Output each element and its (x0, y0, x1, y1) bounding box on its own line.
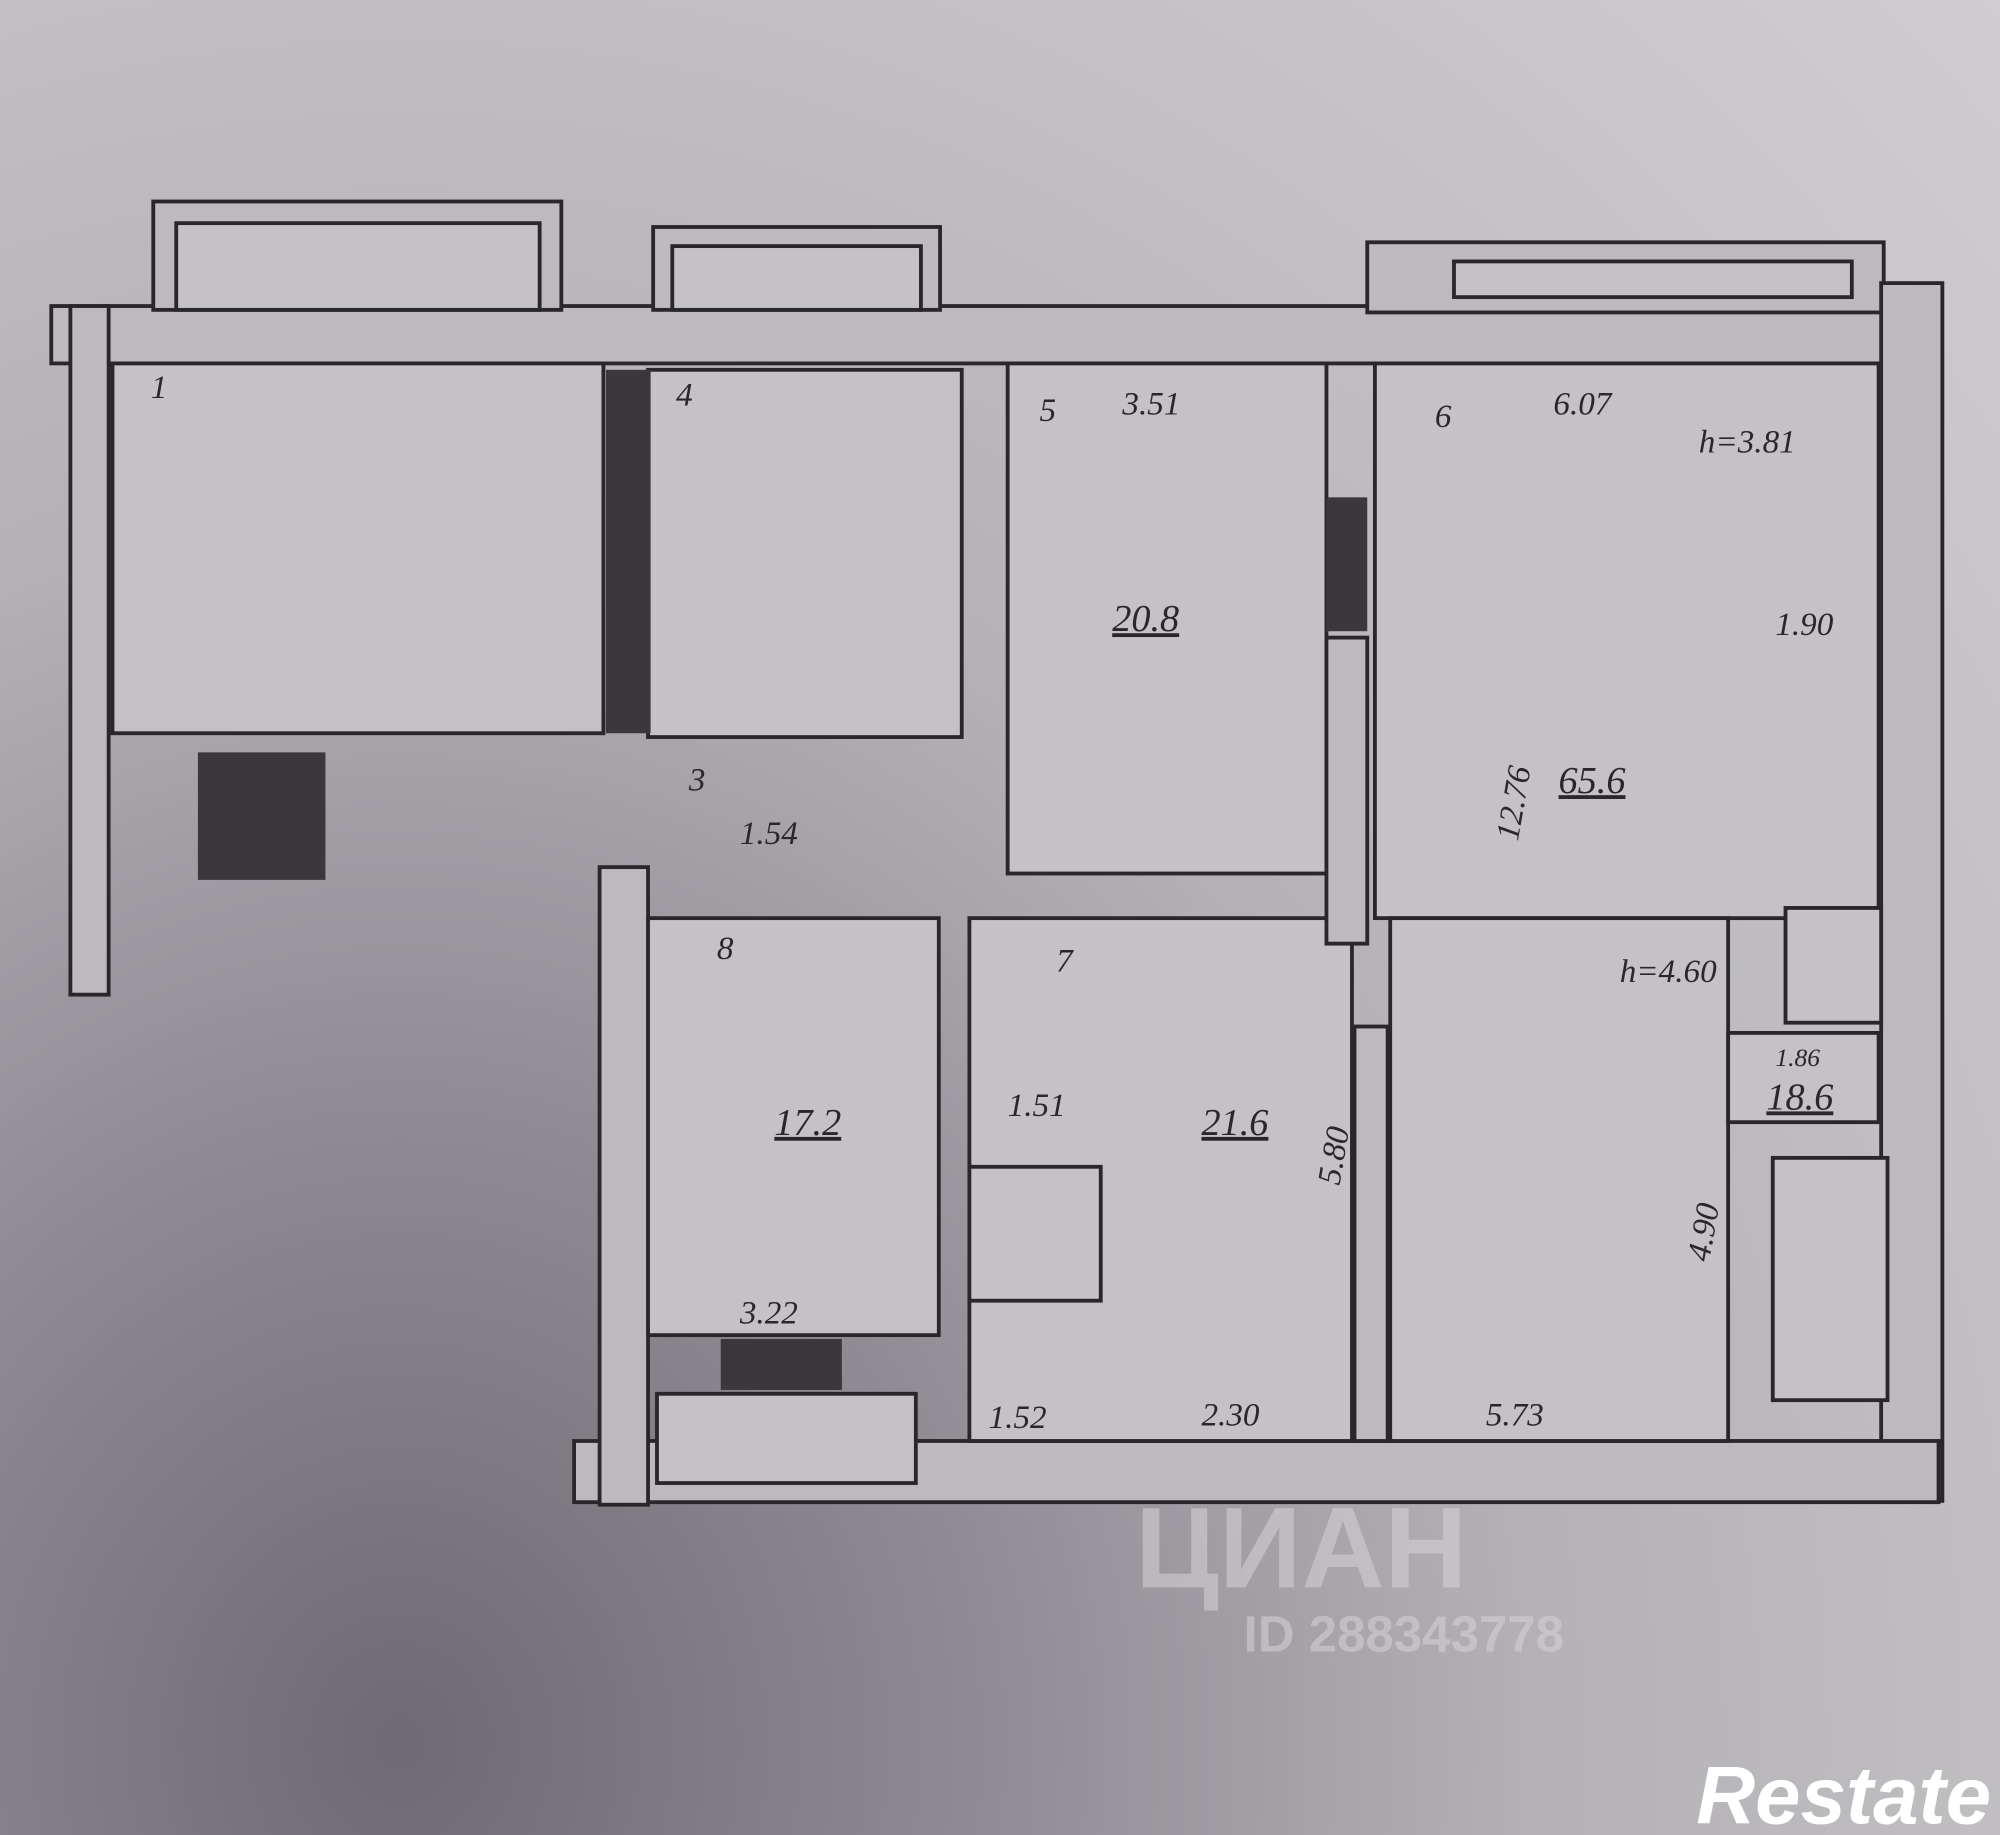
cian-watermark: ЦИАН ID 288343778 (1135, 1485, 1564, 1663)
dimension: 5.73 (1486, 1397, 1544, 1434)
room-area: 21.6 (1201, 1102, 1268, 1144)
rooms (110, 361, 1890, 1485)
dimension: 3.51 (1121, 385, 1180, 422)
dimension: 1.90 (1775, 606, 1833, 643)
restate-logo: Restate (1696, 1751, 1991, 1835)
room-number: 3 (688, 762, 706, 799)
room-number: 8 (717, 930, 734, 967)
room-number: 6 (1435, 398, 1452, 435)
room-area: 20.8 (1112, 598, 1179, 640)
dimension: 6.07 (1553, 385, 1612, 422)
room-number: 1 (151, 369, 168, 406)
watermark-id: ID 288343778 (1244, 1605, 1564, 1662)
dimension: h=4.60 (1620, 953, 1717, 990)
dimension: 1.51 (1008, 1087, 1066, 1124)
dimension: 1.52 (989, 1399, 1047, 1436)
room-area: 17.2 (774, 1102, 841, 1144)
dimension: h=3.81 (1699, 424, 1796, 461)
watermark-brand: ЦИАН (1135, 1485, 1467, 1613)
dimension: 1.54 (740, 815, 798, 852)
room-area: 65.6 (1559, 760, 1626, 802)
restate-logo-text: Restate (1696, 1751, 1991, 1835)
dimension: 1.86 (1775, 1043, 1820, 1072)
dimension: 2.30 (1201, 1397, 1259, 1434)
room-area: 18.6 (1766, 1076, 1833, 1118)
room-number: 7 (1056, 943, 1074, 980)
walls (49, 199, 1945, 1507)
dimension: 3.22 (739, 1295, 798, 1332)
room-number: 4 (676, 377, 693, 414)
room-number: 5 (1040, 392, 1057, 429)
